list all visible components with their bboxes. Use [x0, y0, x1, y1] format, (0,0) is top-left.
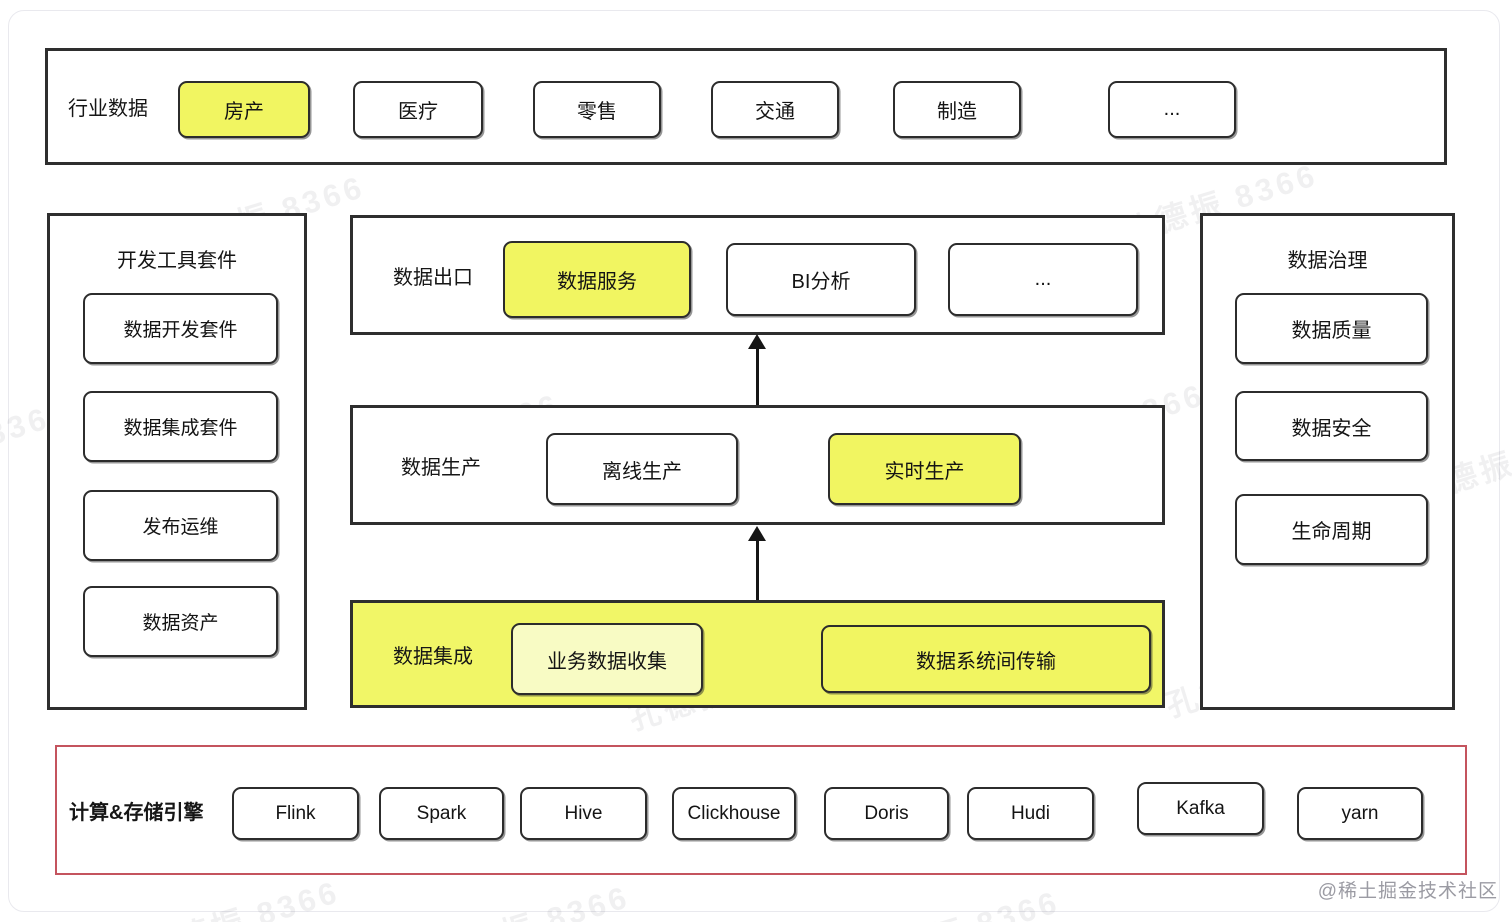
- arrow-integration-to-production-line: [756, 539, 759, 600]
- industry-node-transport: 交通: [711, 81, 839, 138]
- dev-tools-title: 开发工具套件: [117, 250, 237, 272]
- engine-node-spark: Spark: [379, 787, 504, 840]
- engine-node-clickhouse: Clickhouse: [672, 787, 796, 840]
- data-governance-panel: 数据治理 数据质量 数据安全 生命周期: [1200, 213, 1455, 710]
- data-production-node-realtime: 实时生产: [828, 433, 1021, 505]
- data-integration-node-system-transfer: 数据系统间传输: [821, 625, 1151, 693]
- engine-node-hudi: Hudi: [967, 787, 1094, 840]
- industry-data-label: 行业数据: [68, 98, 148, 120]
- data-integration-node-business-collect: 业务数据收集: [511, 623, 703, 695]
- data-governance-title: 数据治理: [1287, 250, 1368, 272]
- data-integration-panel: 数据集成 业务数据收集 数据系统间传输: [350, 600, 1165, 708]
- data-governance-node-security: 数据安全: [1235, 391, 1428, 461]
- engines-panel: 计算&存储引擎 Flink Spark Hive Clickhouse Dori…: [55, 745, 1467, 875]
- arrow-integration-to-production-head: [748, 526, 766, 541]
- data-governance-node-lifecycle: 生命周期: [1235, 494, 1428, 565]
- juejin-community-credit: @稀土掘金技术社区: [1317, 881, 1498, 902]
- engine-node-kafka: Kafka: [1137, 782, 1264, 835]
- data-export-panel: 数据出口 数据服务 BI分析 ...: [350, 215, 1165, 335]
- industry-data-panel: 行业数据 房产 医疗 零售 交通 制造 ...: [45, 48, 1447, 165]
- arrow-production-to-export-head: [748, 334, 766, 349]
- industry-node-real-estate: 房产: [178, 81, 310, 138]
- engine-node-yarn: yarn: [1297, 787, 1423, 840]
- engine-node-flink: Flink: [232, 787, 359, 840]
- dev-tools-node-data-assets: 数据资产: [83, 586, 278, 657]
- dev-tools-node-release-ops: 发布运维: [83, 490, 278, 561]
- data-export-node-data-service: 数据服务: [503, 241, 691, 318]
- data-integration-label: 数据集成: [393, 645, 473, 668]
- engines-label: 计算&存储引擎: [69, 801, 204, 824]
- data-export-label: 数据出口: [393, 266, 473, 289]
- industry-node-medical: 医疗: [353, 81, 483, 138]
- data-governance-node-quality: 数据质量: [1235, 293, 1428, 364]
- arrow-production-to-export-line: [756, 347, 759, 406]
- engine-node-hive: Hive: [520, 787, 647, 840]
- data-production-label: 数据生产: [401, 456, 481, 479]
- data-export-node-more: ...: [948, 243, 1138, 316]
- dev-tools-panel: 开发工具套件 数据开发套件 数据集成套件 发布运维 数据资产: [47, 213, 307, 710]
- watermark: 孔德振 8366: [428, 871, 635, 922]
- industry-node-more: ...: [1108, 81, 1236, 138]
- industry-node-retail: 零售: [533, 81, 661, 138]
- engine-node-doris: Doris: [824, 787, 949, 840]
- dev-tools-node-data-integration-suite: 数据集成套件: [83, 391, 278, 462]
- watermark: 孔德振 8366: [858, 876, 1065, 922]
- dev-tools-node-data-dev-suite: 数据开发套件: [83, 293, 278, 364]
- data-production-node-offline: 离线生产: [546, 433, 738, 505]
- data-export-node-bi-analysis: BI分析: [726, 243, 916, 316]
- data-production-panel: 数据生产 离线生产 实时生产: [350, 405, 1165, 525]
- industry-node-manufacturing: 制造: [893, 81, 1021, 138]
